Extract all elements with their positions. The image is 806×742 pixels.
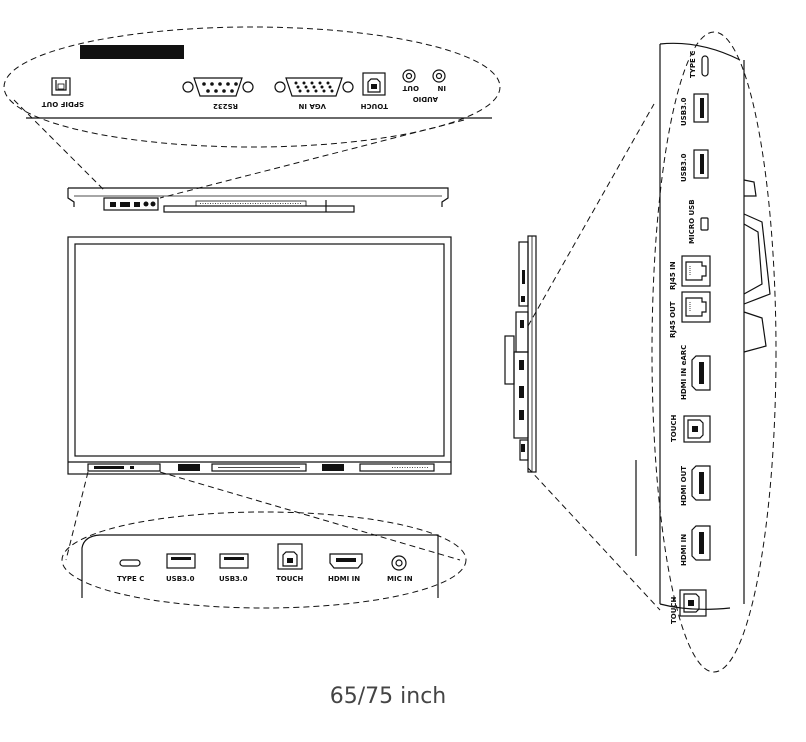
display-side-view	[504, 235, 537, 473]
display-front-view	[67, 236, 452, 475]
touch-port-side-2: TOUCH	[670, 589, 707, 624]
hdmi-in-label-bottom: HDMI IN	[328, 575, 360, 583]
usb-port-bottom-1: USB3.0	[166, 553, 196, 583]
display-top-view	[67, 187, 449, 213]
usb-label-side-1: USB3.0	[680, 97, 688, 126]
audio-ports: OUT IN AUDIO	[402, 69, 446, 103]
type-c-port-side: TYPE C	[689, 51, 709, 78]
rj45-ports-side: RJ45 IN RJ45 OUT	[669, 255, 711, 338]
hdmi-out-label-side: HDMI OUT	[680, 466, 688, 506]
audio-label: AUDIO	[413, 95, 438, 103]
spdif-out-port: SPDIF OUT	[42, 77, 84, 108]
rs232-port: RS232	[182, 77, 254, 110]
hdmi-out-port-side: HDMI OUT	[680, 465, 711, 506]
bottom-panel-callout	[61, 471, 467, 609]
touch-label-side-2: TOUCH	[670, 596, 678, 624]
usb-label-bottom-1: USB3.0	[166, 575, 195, 583]
usb-label-bottom-2: USB3.0	[219, 575, 248, 583]
type-c-port-bottom: TYPE C	[117, 559, 144, 583]
top-connectors: SPDIF OUT RS232 VGA IN	[42, 69, 446, 110]
hdmi-earc-port-side: HDMI IN eARC	[680, 345, 711, 400]
micro-usb-label-side: MICRO USB	[688, 199, 696, 244]
vga-in-port: VGA IN	[274, 77, 354, 110]
usb-label-side-2: USB3.0	[680, 153, 688, 182]
hdmi-in-port-bottom: HDMI IN	[328, 553, 363, 583]
hdmi-in-label-side: HDMI IN	[680, 534, 688, 566]
touch-port-bottom: TOUCH	[276, 543, 304, 583]
side-connectors: TYPE C USB3.0 USB3.0 MICRO USB RJ45 IN R…	[669, 51, 711, 624]
usb-port-bottom-2: USB3.0	[219, 553, 249, 583]
audio-in-label: IN	[437, 84, 446, 92]
touch-label-bottom: TOUCH	[276, 575, 304, 583]
side-panel-callout	[527, 31, 777, 673]
hdmi-in-port-side: HDMI IN	[680, 525, 711, 566]
usb-port-side-2: USB3.0	[680, 149, 709, 182]
hdmi-earc-label-side: HDMI IN eARC	[680, 345, 688, 400]
model-size-caption: 65/75 inch	[330, 684, 447, 709]
touch-label-side-1: TOUCH	[670, 414, 678, 442]
rs232-label: RS232	[213, 102, 238, 110]
audio-out-label: OUT	[402, 84, 419, 92]
type-c-label-bottom: TYPE C	[117, 575, 144, 583]
type-c-label-side: TYPE C	[689, 51, 697, 78]
micro-usb-port-side: MICRO USB	[688, 199, 709, 244]
rj45-in-label-side: RJ45 IN	[669, 261, 677, 290]
touch-port-side-1: TOUCH	[670, 414, 711, 443]
top-panel-callout	[3, 26, 501, 199]
touch-port-top: TOUCH	[360, 72, 388, 110]
spdif-label: SPDIF OUT	[42, 100, 84, 108]
mic-in-port: MIC IN	[387, 555, 413, 583]
touch-label-top: TOUCH	[360, 102, 388, 110]
mic-in-label: MIC IN	[387, 575, 413, 583]
bottom-connectors: TYPE C USB3.0 USB3.0 TOUCH HDMI IN MIC I…	[117, 543, 413, 583]
vga-label: VGA IN	[298, 102, 326, 110]
usb-port-side-1: USB3.0	[680, 93, 709, 126]
rj45-out-label-side: RJ45 OUT	[669, 301, 677, 338]
front-bottom-strip	[87, 463, 435, 472]
